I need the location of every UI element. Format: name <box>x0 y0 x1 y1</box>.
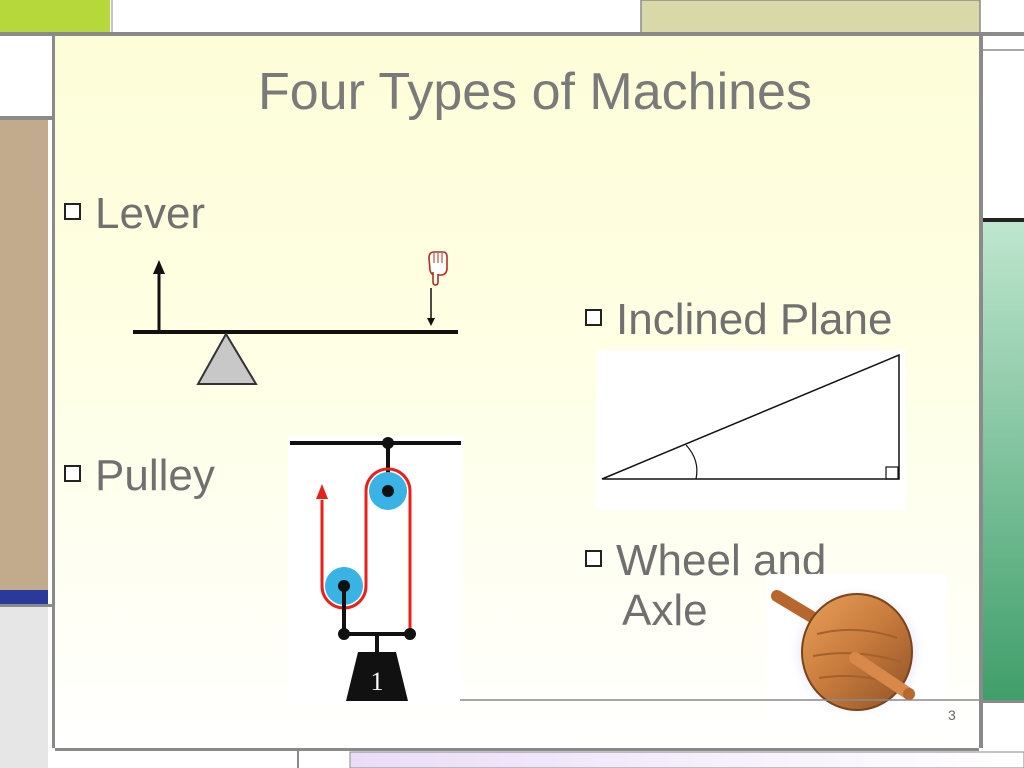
frame-navy-strip <box>0 590 48 604</box>
pulley-diagram: 1 <box>288 436 463 701</box>
inclined-plane-triangle <box>601 353 900 480</box>
lever-diagram <box>133 251 458 385</box>
wheel <box>801 593 913 711</box>
lever-fulcrum <box>196 332 258 385</box>
frame-tan-strip <box>0 120 48 590</box>
bullet-pulley-label: Pulley <box>95 451 215 500</box>
axle-front <box>849 652 915 700</box>
pulley-weight-label: 1 <box>371 667 384 696</box>
bullet-lever-label: Lever <box>95 189 206 238</box>
frame-green-strip <box>983 222 1024 700</box>
angle-arc <box>685 444 698 480</box>
square-bullet-icon <box>585 309 602 326</box>
inclined-plane-diagram <box>596 350 906 510</box>
bullet-inclined-plane-label: Inclined Plane <box>616 295 893 344</box>
pulley-weight <box>346 652 408 701</box>
frame-khaki-block <box>640 0 981 34</box>
square-bullet-icon <box>64 465 81 482</box>
right-angle-marker <box>885 466 899 480</box>
bullet-inclined-plane: Inclined Plane <box>585 296 892 344</box>
bullet-pulley: Pulley <box>64 452 215 500</box>
slide-title: Four Types of Machines <box>258 63 812 121</box>
square-bullet-icon <box>64 203 81 220</box>
bullet-lever: Lever <box>64 190 205 238</box>
square-bullet-icon <box>585 550 602 567</box>
frame-lavender-strip <box>349 751 1024 768</box>
footer-rule <box>460 699 980 701</box>
bullet-wheel-and-axle-line2: Axle <box>622 586 708 635</box>
wheel-and-axle-illustration <box>767 574 947 724</box>
pointing-hand-icon <box>428 251 448 286</box>
frame-lime-block <box>0 0 110 32</box>
slide-number: 3 <box>948 707 956 723</box>
